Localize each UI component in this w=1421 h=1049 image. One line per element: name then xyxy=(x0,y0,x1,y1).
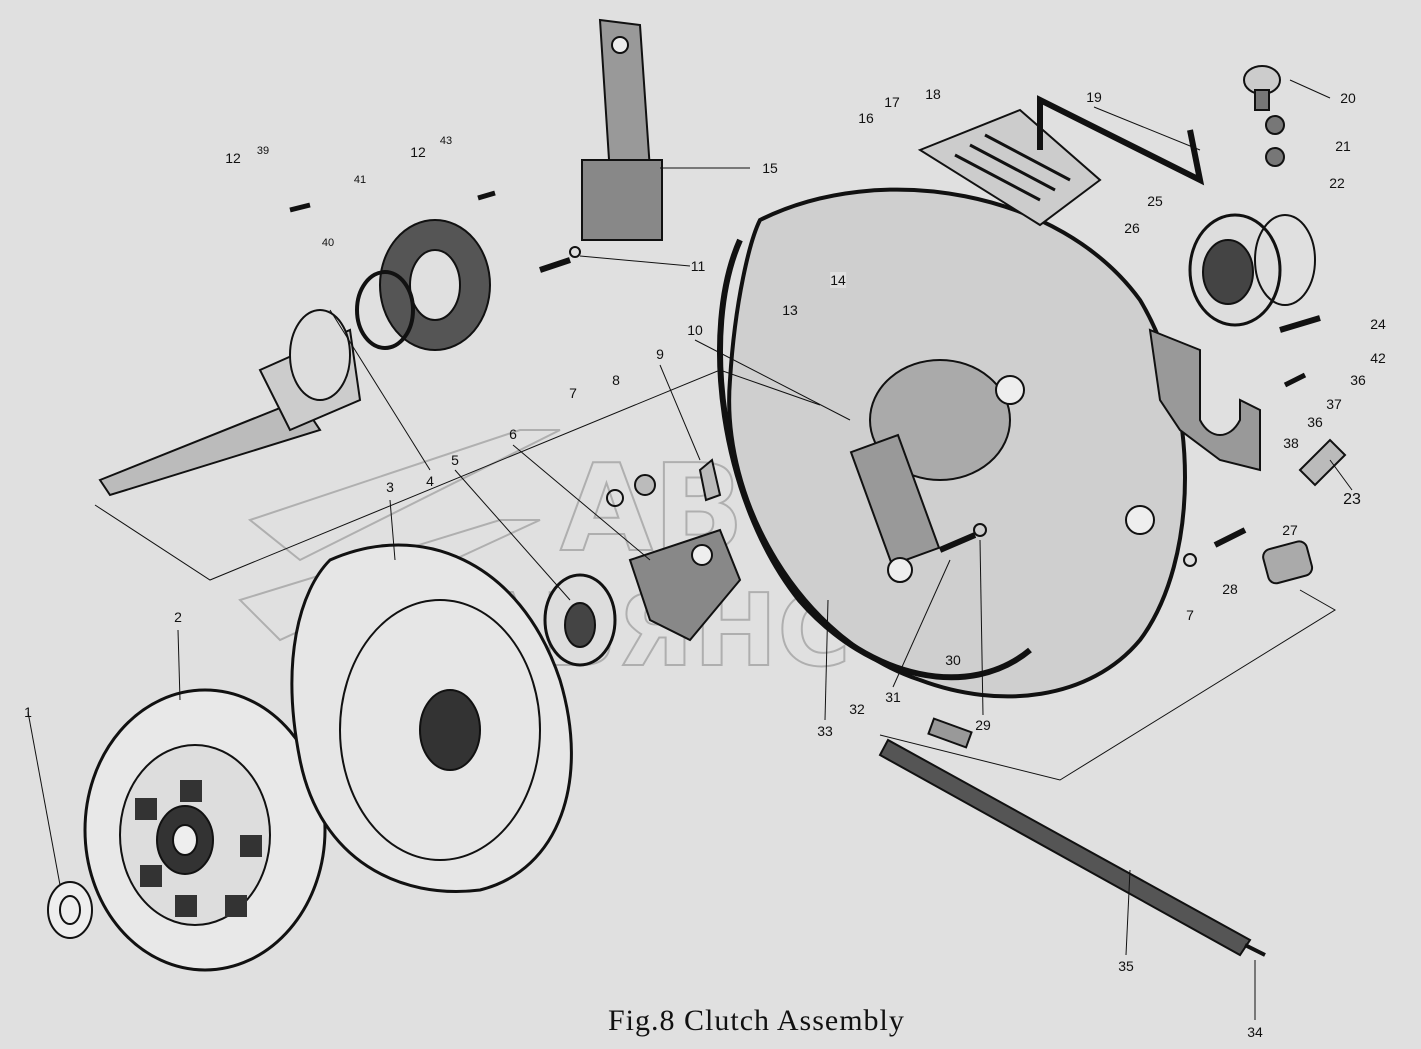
part-label: 36 xyxy=(1350,372,1366,388)
release-bearing xyxy=(543,573,617,667)
small-parts xyxy=(289,65,1347,957)
release-fork xyxy=(628,528,742,642)
part-label: 13 xyxy=(782,302,798,318)
part-label: 12 xyxy=(225,150,241,166)
bearing xyxy=(1188,213,1316,327)
part-label: 10 xyxy=(687,322,703,338)
pressure-plate xyxy=(290,543,573,893)
part-label: 26 xyxy=(1124,220,1140,236)
part-label: 1 xyxy=(24,704,32,720)
part-label: 29 xyxy=(975,717,991,733)
pilot-bearing xyxy=(47,881,93,939)
part-label: 14 xyxy=(830,272,846,288)
part-label: 5 xyxy=(451,452,459,468)
part-label: 2 xyxy=(174,609,182,625)
part-label: 6 xyxy=(509,426,517,442)
part-label: 15 xyxy=(762,160,778,176)
part-label: 34 xyxy=(1247,1024,1263,1040)
oil-seal xyxy=(355,219,491,351)
part-label: 25 xyxy=(1147,193,1163,209)
part-label: 35 xyxy=(1118,958,1134,974)
part-label: 7 xyxy=(569,385,577,401)
part-label: 17 xyxy=(884,94,900,110)
part-label: 31 xyxy=(885,689,901,705)
part-label: 8 xyxy=(612,372,620,388)
part-label: 22 xyxy=(1329,175,1345,191)
inspection-cover xyxy=(917,108,1102,227)
part-label: 27 xyxy=(1282,522,1298,538)
part-label: 21 xyxy=(1335,138,1351,154)
part-label: 38 xyxy=(1283,435,1299,451)
part-label: 3 xyxy=(386,479,394,495)
part-label: 4 xyxy=(426,473,434,489)
part-label: 11 xyxy=(690,258,706,274)
part-label: 9 xyxy=(656,346,664,362)
part-label: 32 xyxy=(849,701,865,717)
clutch-lever xyxy=(581,18,663,241)
clutch-housing xyxy=(717,187,1187,699)
part-label: 40 xyxy=(321,237,335,249)
part-label: 23 xyxy=(1343,491,1361,508)
part-label: 18 xyxy=(925,86,941,102)
leader-lines xyxy=(27,79,1353,1020)
part-label: 16 xyxy=(858,110,874,126)
part-label: 39 xyxy=(256,145,270,157)
part-label: 7 xyxy=(1186,607,1194,623)
part-label: 43 xyxy=(439,135,453,147)
part-label: 42 xyxy=(1370,350,1386,366)
part-label: 24 xyxy=(1370,316,1386,332)
part-label: 20 xyxy=(1340,90,1356,106)
oil-pipe xyxy=(1037,95,1205,186)
bracket xyxy=(1148,328,1261,472)
part-label: 41 xyxy=(353,174,367,186)
part-label: 12 xyxy=(410,144,426,160)
clutch-disc xyxy=(83,688,327,972)
part-label: 37 xyxy=(1326,396,1342,412)
part-label: 30 xyxy=(945,652,961,668)
part-label: 33 xyxy=(817,723,833,739)
input-shaft xyxy=(98,309,362,497)
part-label: 36 xyxy=(1307,414,1323,430)
figure-caption: Fig.8 Clutch Assembly xyxy=(608,1004,905,1037)
part-label: 19 xyxy=(1086,89,1102,105)
part-label: 28 xyxy=(1222,581,1238,597)
